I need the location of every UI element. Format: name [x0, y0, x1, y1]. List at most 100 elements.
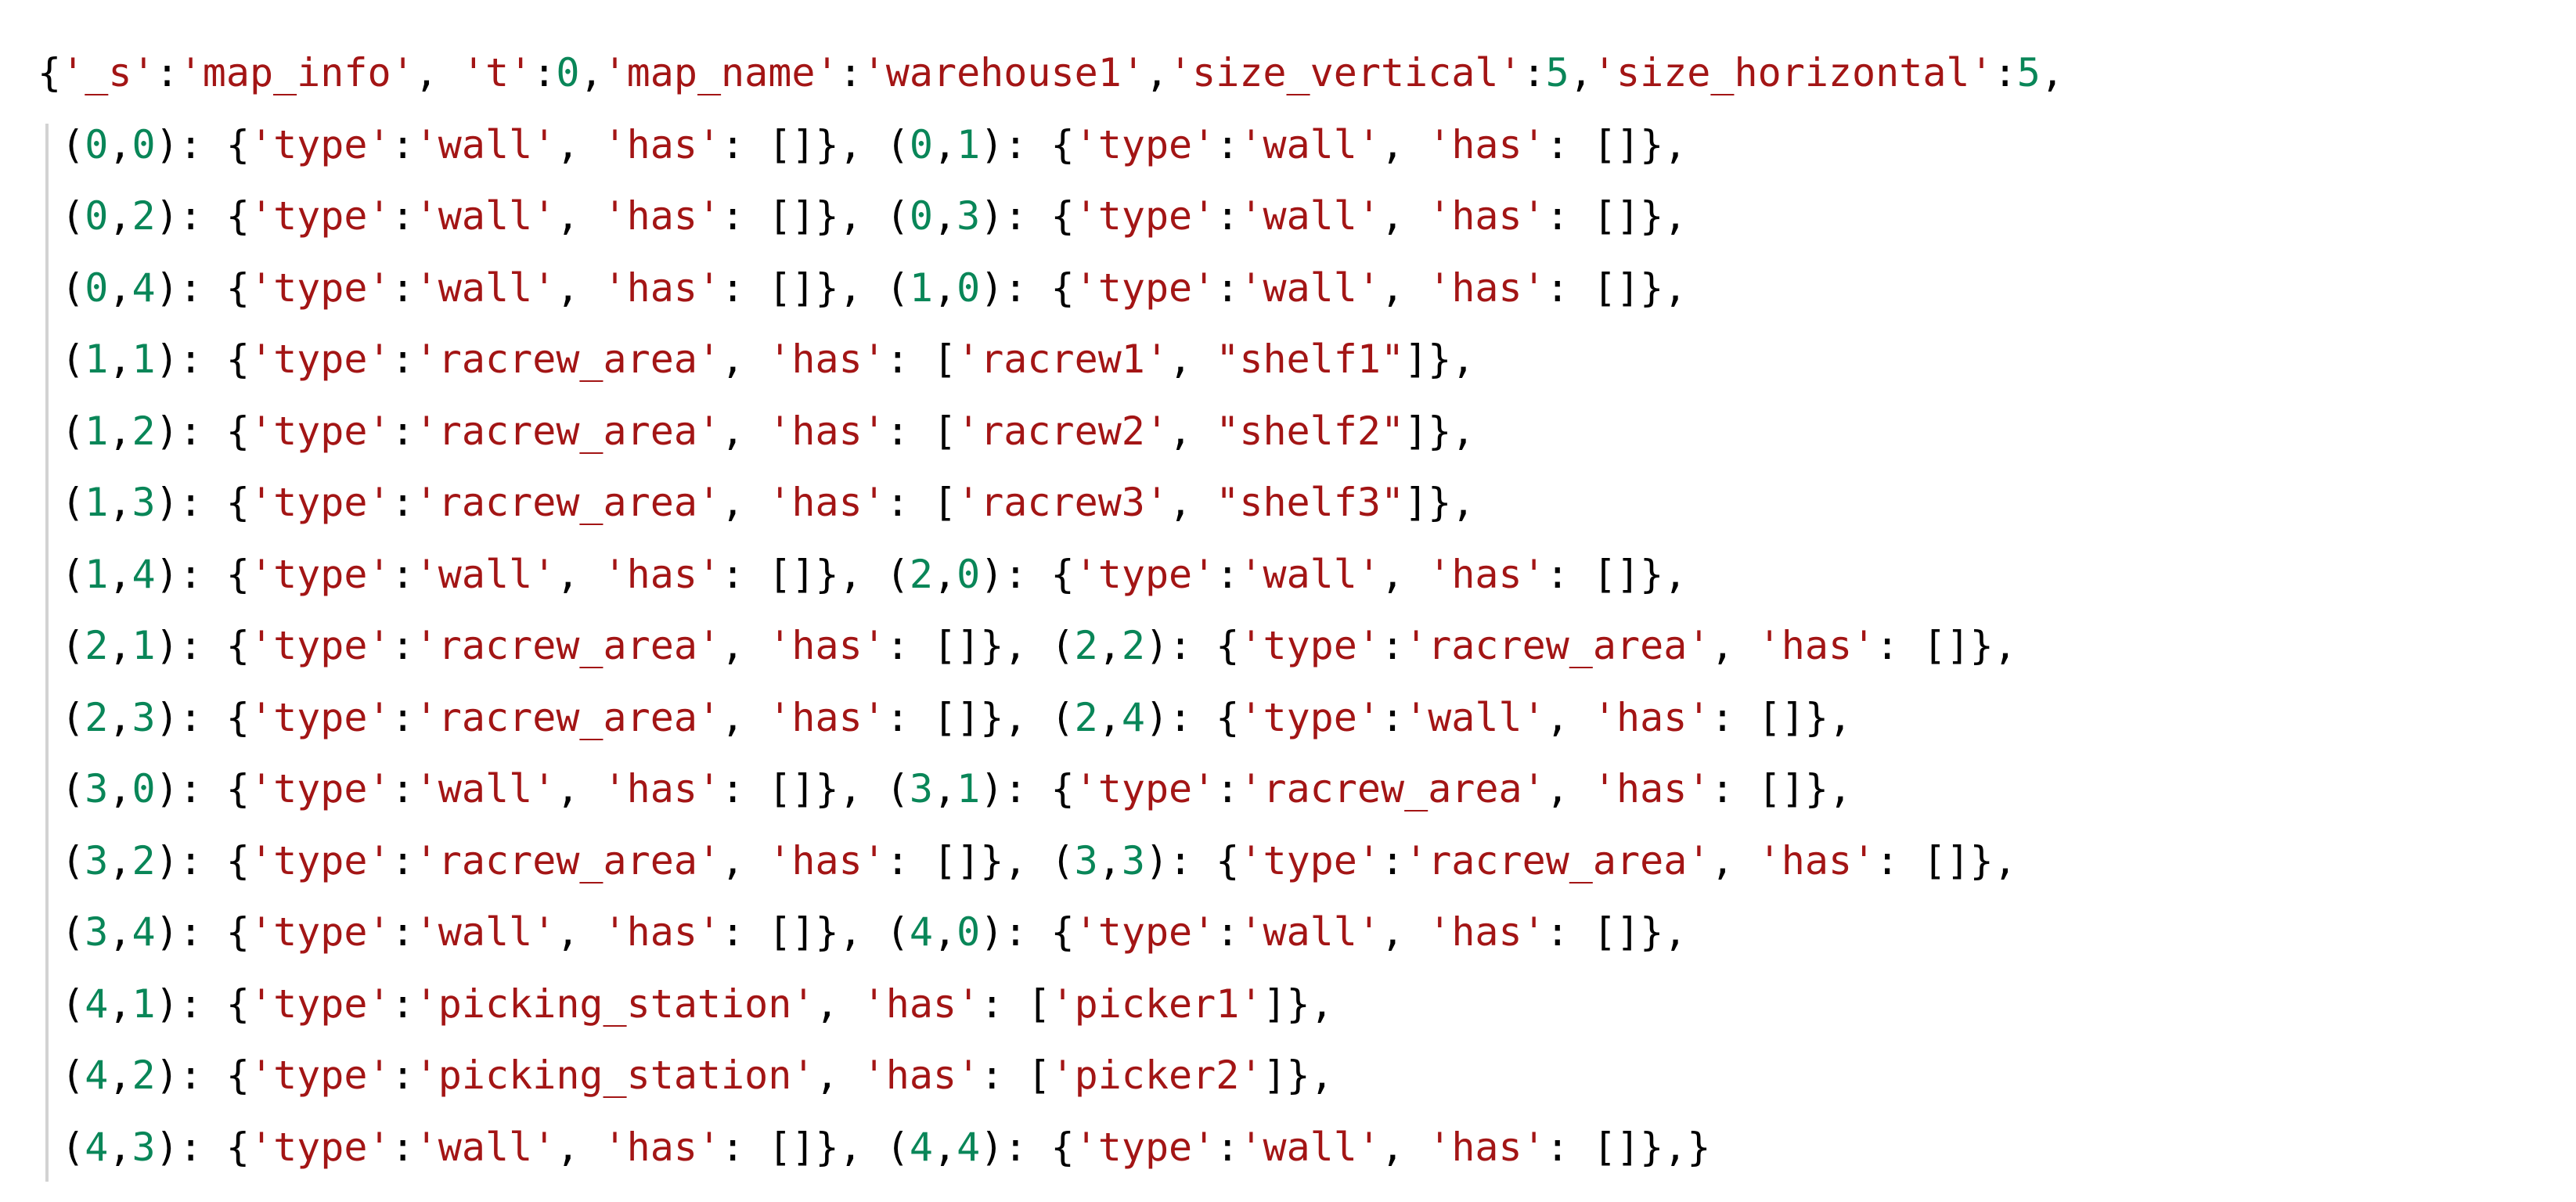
- code-line: (0,2): {'type':'wall', 'has': []}, (0,3)…: [38, 181, 2064, 253]
- punctuation-token: :: [155, 50, 179, 95]
- string-token: 'wall': [1239, 551, 1381, 597]
- string-token: 'wall': [414, 551, 557, 597]
- number-token: 2: [132, 837, 156, 884]
- punctuation-token: ,: [721, 408, 769, 454]
- punctuation-token: ): {: [155, 336, 250, 382]
- punctuation-token: ,: [108, 121, 132, 167]
- punctuation-token: ,: [1097, 623, 1122, 668]
- number-token: 2: [85, 694, 109, 740]
- punctuation-token: ): {: [980, 1124, 1075, 1170]
- code-line: (4,1): {'type':'picking_station', 'has':…: [38, 969, 2064, 1041]
- punctuation-token: ): {: [155, 766, 250, 812]
- string-token: 'racrew_area': [414, 480, 722, 525]
- number-token: 3: [132, 480, 156, 525]
- punctuation-token: (: [38, 981, 85, 1027]
- string-token: 'type': [249, 1053, 391, 1098]
- punctuation-token: ,: [108, 1124, 132, 1170]
- punctuation-token: : []}, (: [885, 623, 1075, 668]
- string-token: 'has': [1428, 551, 1546, 597]
- punctuation-token: : []}, (: [721, 1124, 910, 1170]
- string-token: 'has': [1592, 766, 1711, 812]
- string-token: 'map_info': [178, 50, 415, 95]
- punctuation-token: :: [391, 981, 415, 1027]
- number-token: 4: [85, 1124, 109, 1170]
- string-token: 'has': [1428, 1124, 1546, 1170]
- number-token: 0: [132, 121, 156, 167]
- string-token: 'type': [249, 265, 391, 311]
- string-token: 'has': [768, 694, 886, 740]
- punctuation-token: ,: [933, 766, 957, 812]
- punctuation-token: :: [1522, 50, 1546, 95]
- punctuation-token: ,: [556, 193, 603, 239]
- string-token: 'racrew_area': [414, 623, 722, 668]
- punctuation-token: : []},: [1545, 265, 1688, 311]
- string-token: 'wall': [414, 121, 557, 167]
- string-token: 'has': [862, 981, 981, 1027]
- string-token: 'picker1': [1050, 981, 1263, 1027]
- string-token: 'type': [249, 909, 391, 955]
- punctuation-token: ,: [108, 694, 132, 740]
- string-token: "shelf3": [1216, 480, 1405, 525]
- string-token: '_s': [61, 50, 156, 95]
- string-token: 'map_name': [603, 50, 839, 95]
- punctuation-token: : []},: [1710, 694, 1853, 740]
- number-token: 0: [909, 193, 933, 239]
- number-token: 1: [85, 336, 109, 382]
- string-token: 'has': [1757, 837, 1876, 884]
- punctuation-token: :: [838, 50, 863, 95]
- punctuation-token: {: [38, 50, 62, 95]
- punctuation-token: ,: [556, 265, 603, 311]
- string-token: 'racrew2': [957, 408, 1169, 454]
- punctuation-token: ,: [1144, 50, 1169, 95]
- indent-guide: [45, 124, 49, 1182]
- string-token: 'type': [249, 480, 391, 525]
- string-token: 'wall': [414, 193, 557, 239]
- punctuation-token: ): {: [155, 408, 250, 454]
- punctuation-token: :: [391, 694, 415, 740]
- punctuation-token: ,: [815, 981, 863, 1027]
- punctuation-token: ,: [108, 336, 132, 382]
- number-token: 1: [957, 766, 981, 812]
- punctuation-token: : []}, (: [721, 909, 910, 955]
- punctuation-token: : []}, (: [721, 193, 910, 239]
- punctuation-token: : []}, (: [721, 551, 910, 597]
- string-token: "shelf1": [1216, 336, 1405, 382]
- number-token: 3: [132, 1124, 156, 1170]
- punctuation-token: ,: [108, 408, 132, 454]
- punctuation-token: : []}, (: [885, 837, 1075, 884]
- string-token: 'wall': [1239, 121, 1381, 167]
- punctuation-token: ,: [721, 336, 769, 382]
- punctuation-token: ): {: [980, 766, 1075, 812]
- string-token: 'type': [249, 981, 391, 1027]
- punctuation-token: ,: [1381, 551, 1429, 597]
- punctuation-token: : []},: [1710, 766, 1853, 812]
- code-line: (0,4): {'type':'wall', 'has': []}, (1,0)…: [38, 253, 2064, 325]
- punctuation-token: ,: [721, 694, 769, 740]
- punctuation-token: (: [38, 1053, 85, 1098]
- string-token: 'type': [249, 193, 391, 239]
- punctuation-token: (: [38, 909, 85, 955]
- number-token: 5: [1545, 50, 1569, 95]
- string-token: 'picker2': [1050, 1053, 1263, 1098]
- string-token: 'type': [249, 623, 391, 668]
- number-token: 4: [85, 981, 109, 1027]
- string-token: 'wall': [414, 1124, 557, 1170]
- punctuation-token: ,: [933, 121, 957, 167]
- punctuation-token: ,: [721, 480, 769, 525]
- string-token: 'type': [1074, 766, 1216, 812]
- string-token: 'picking_station': [414, 981, 816, 1027]
- string-token: 'racrew_area': [1404, 837, 1711, 884]
- punctuation-token: :: [391, 1124, 415, 1170]
- string-token: 'has': [768, 837, 886, 884]
- number-token: 1: [132, 981, 156, 1027]
- number-token: 2: [1074, 623, 1098, 668]
- code-line: (1,1): {'type':'racrew_area', 'has': ['r…: [38, 324, 2064, 396]
- punctuation-token: ): {: [980, 121, 1075, 167]
- punctuation-token: :: [1216, 1124, 1240, 1170]
- punctuation-token: ): {: [980, 193, 1075, 239]
- punctuation-token: ,: [1545, 766, 1593, 812]
- punctuation-token: ]},: [1263, 1053, 1334, 1098]
- punctuation-token: :: [1216, 909, 1240, 955]
- punctuation-token: ): {: [155, 623, 250, 668]
- punctuation-token: ,: [1169, 408, 1216, 454]
